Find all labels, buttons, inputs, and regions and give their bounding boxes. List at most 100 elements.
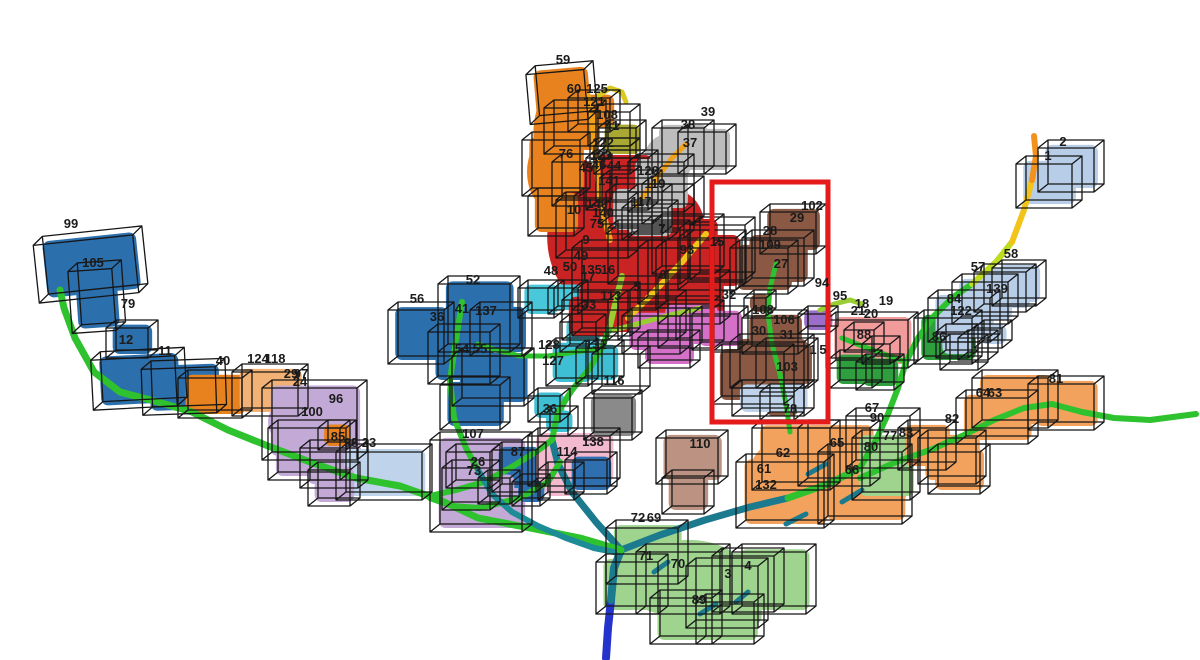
cluster-label: 118 (265, 351, 286, 366)
cluster-label: 110 (690, 436, 711, 451)
cluster-label: 32 (722, 287, 736, 302)
cluster-label: 116 (604, 373, 625, 388)
bounding-box (897, 419, 957, 471)
bounding-box (1037, 139, 1105, 193)
cluster-label: 138 (582, 434, 604, 449)
cluster-label: 26 (471, 454, 485, 469)
cluster-label: 4 (744, 558, 752, 573)
bounding-box (991, 259, 1047, 307)
cluster-label: 48 (544, 263, 558, 278)
cluster-label: 99 (64, 216, 78, 231)
cluster-label: 44 (607, 158, 622, 173)
branch-path (805, 461, 829, 477)
cluster-fill (684, 128, 731, 170)
cluster-label: 67 (865, 400, 879, 415)
highlight-rect (709, 179, 831, 425)
bounding-box (621, 199, 679, 241)
cluster-fill (980, 375, 1052, 424)
cluster-label: 122 (592, 135, 614, 150)
branch-path (1009, 177, 1035, 245)
bounding-box (695, 593, 765, 645)
cluster-label: 18 (855, 296, 869, 311)
cluster-label: 90 (870, 410, 884, 425)
branch-path (602, 596, 615, 660)
cluster-label: 24 (293, 374, 308, 389)
cluster-label: 149 (586, 196, 608, 211)
cluster-label: 109 (759, 237, 781, 252)
cluster-label: 12 (119, 332, 133, 347)
cluster-label: 21 (851, 303, 865, 318)
cluster-label: 37 (683, 135, 697, 150)
bounding-box (661, 469, 715, 515)
cluster-label: 127 (542, 353, 564, 368)
cluster-label: 103 (776, 359, 798, 374)
bounding-box (537, 461, 585, 501)
cluster-label: 72 (631, 510, 645, 525)
cluster-label: 117 (631, 194, 652, 209)
cluster-label: 140 (592, 205, 614, 220)
cluster-label: 17 (581, 269, 595, 284)
cluster-label: 122 (950, 303, 972, 318)
bounding-box (927, 289, 1001, 343)
cluster-label: 77 (883, 428, 897, 443)
bounding-box (317, 419, 357, 451)
bounding-box (927, 443, 991, 495)
branch-path (969, 239, 1015, 287)
cluster-label: 46 (592, 157, 606, 172)
cluster-fill (590, 394, 637, 436)
cluster-fill (529, 137, 584, 192)
cluster-label: 135 (580, 262, 602, 277)
cluster-label: 31 (780, 327, 794, 342)
cluster-label: 87 (511, 444, 525, 459)
cluster-label: 56 (410, 291, 424, 306)
cluster-label: 89 (692, 592, 706, 607)
bounding-box (491, 441, 547, 493)
bounding-box (437, 275, 521, 353)
bounding-box (564, 451, 618, 495)
bounding-box (591, 345, 651, 395)
bounding-box (32, 225, 149, 304)
bounding-box (539, 405, 579, 437)
bounding-box (571, 281, 641, 337)
cluster-label: 57 (971, 259, 985, 274)
bounding-box (731, 379, 815, 417)
bounding-box (743, 289, 777, 317)
cluster-label: 39 (701, 104, 715, 119)
cluster-label: 108 (596, 107, 618, 122)
cluster-label: 70 (671, 556, 685, 571)
cluster-label: 59 (556, 52, 570, 67)
cluster-label: 84 (947, 291, 962, 306)
cluster-label: 9 (582, 232, 589, 247)
bounding-box (477, 469, 521, 505)
cluster-label: 97 (294, 366, 308, 381)
cluster-label: 30 (752, 323, 766, 338)
bounding-box (731, 543, 817, 615)
branch-path (651, 559, 671, 575)
cluster-label: 98 (344, 435, 358, 450)
cluster-label: 1 (809, 342, 816, 357)
cluster-label: 79 (121, 296, 135, 311)
cluster-label: 5 (633, 279, 640, 294)
cluster-label: 121 (583, 94, 605, 109)
cluster-label: 120 (637, 163, 659, 178)
cluster-label: 6 (659, 267, 666, 282)
cluster-label: 100 (301, 404, 323, 419)
cluster-label: 107 (462, 426, 484, 441)
cluster-label: 36 (543, 401, 557, 416)
cluster-label: 64 (976, 385, 991, 400)
cluster-label: 3 (724, 566, 731, 581)
cluster-label: 29 (284, 366, 298, 381)
bounding-box (1027, 375, 1105, 431)
cluster-label: 76 (559, 146, 573, 161)
cluster-label: 119 (645, 176, 666, 191)
cluster-label: 123 (590, 148, 612, 163)
cluster-label: 102 (801, 198, 823, 213)
cluster-label: 10 (567, 202, 581, 217)
cluster-label: 20 (864, 306, 878, 321)
branch-path (633, 141, 689, 209)
cluster-label: 114 (557, 444, 579, 459)
cluster-fill (935, 448, 984, 490)
bounding-box (177, 369, 253, 419)
bounding-box (593, 137, 641, 175)
